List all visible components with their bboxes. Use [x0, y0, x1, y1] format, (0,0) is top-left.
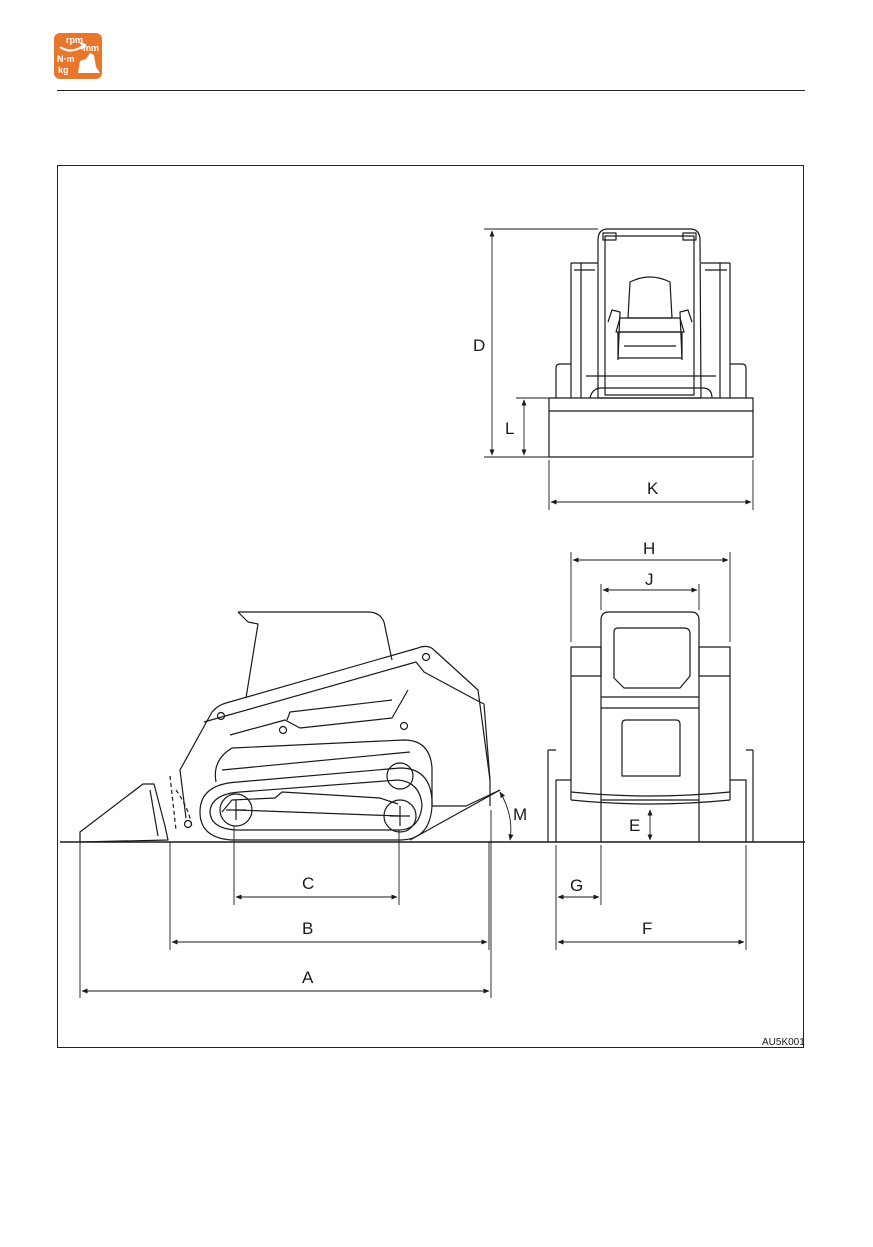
label-m: M — [513, 805, 527, 824]
figure-code: AU5K001 — [762, 1037, 805, 1048]
label-d: D — [473, 336, 485, 355]
label-a: A — [302, 968, 314, 987]
label-j: J — [645, 570, 654, 589]
label-c: C — [302, 874, 314, 893]
label-b: B — [302, 919, 313, 938]
label-e: E — [629, 816, 640, 835]
front-view-drawing — [549, 229, 753, 457]
side-view-drawing — [60, 612, 805, 842]
label-l: L — [505, 419, 514, 438]
rear-view-drawing — [548, 612, 753, 842]
label-g: G — [570, 876, 583, 895]
dimension-lines — [80, 229, 753, 998]
label-h: H — [643, 539, 655, 558]
label-f: F — [642, 919, 652, 938]
label-k: K — [647, 479, 659, 498]
